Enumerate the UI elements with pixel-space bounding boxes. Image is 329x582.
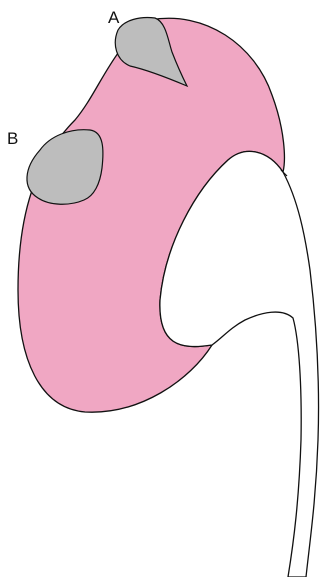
nodule-b (27, 130, 103, 205)
label-b: B (7, 130, 18, 147)
label-a: A (108, 9, 119, 26)
